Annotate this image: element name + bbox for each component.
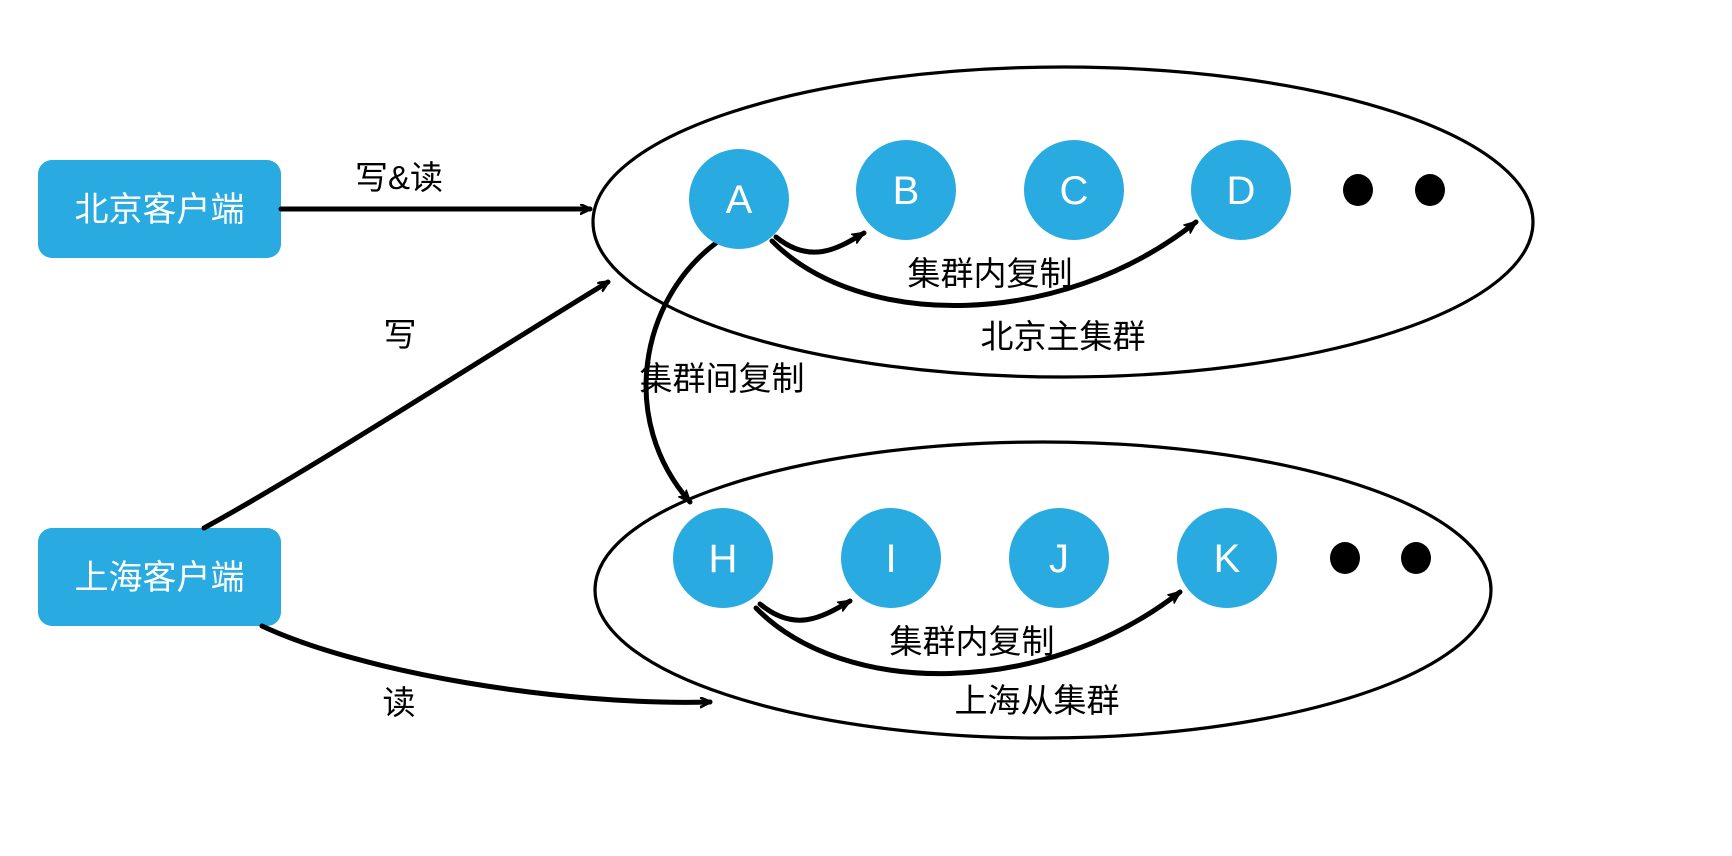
node-h[interactable]: H — [673, 508, 773, 608]
node-i-circle[interactable] — [841, 508, 941, 608]
shanghai-intra-replication-label: 集群内复制 — [890, 623, 1055, 660]
edge-shanghai-h-to-i — [757, 598, 853, 623]
edge-shanghai-h-to-k — [753, 589, 1183, 677]
edge-shanghai-client-write — [201, 279, 611, 531]
ellipsis-dot-3-icon — [1330, 542, 1360, 574]
edge-label-read: 读 — [383, 684, 416, 721]
node-h-circle[interactable] — [673, 508, 773, 608]
node-j-circle[interactable] — [1009, 508, 1109, 608]
node-c[interactable]: C — [1024, 140, 1124, 240]
node-d-circle[interactable] — [1191, 140, 1291, 240]
node-j-label: J — [1049, 537, 1069, 581]
node-b-label: B — [893, 169, 920, 213]
node-c-circle[interactable] — [1024, 140, 1124, 240]
edge-beijing-a-to-d — [769, 219, 1199, 309]
beijing-client-label: 北京客户端 — [75, 191, 245, 229]
shanghai-slave-cluster-boundary — [593, 440, 1493, 740]
node-d-label: D — [1227, 169, 1256, 213]
ellipsis-dot-1-icon — [1343, 174, 1373, 206]
node-k[interactable]: K — [1177, 508, 1277, 608]
beijing-intra-replication-label: 集群内复制 — [908, 255, 1073, 292]
node-j[interactable]: J — [1009, 508, 1109, 608]
shanghai-client-rect[interactable] — [38, 528, 281, 626]
node-k-label: K — [1214, 537, 1241, 581]
shanghai-client-box[interactable]: 上海客户端 — [38, 528, 281, 626]
ellipsis-dot-4-icon — [1401, 542, 1431, 574]
edge-label-write-read: 写&读 — [355, 159, 443, 196]
ellipsis-dot-2-icon — [1415, 174, 1445, 206]
edge-inter-cluster-replication — [643, 240, 719, 505]
shanghai-client-label: 上海客户端 — [75, 559, 245, 597]
beijing-master-cluster-name: 北京主集群 — [981, 318, 1146, 355]
node-a[interactable]: A — [689, 149, 789, 249]
node-d[interactable]: D — [1191, 140, 1291, 240]
edge-shanghai-client-read — [259, 623, 713, 702]
edge-label-write: 写 — [384, 316, 417, 353]
node-b-circle[interactable] — [856, 140, 956, 240]
beijing-client-box[interactable]: 北京客户端 — [38, 160, 281, 258]
shanghai-cluster-ellipsis — [1330, 542, 1431, 574]
beijing-cluster-ellipsis — [1343, 174, 1445, 206]
node-b[interactable]: B — [856, 140, 956, 240]
node-c-label: C — [1060, 169, 1089, 213]
node-i[interactable]: I — [841, 508, 941, 608]
edge-label-inter-cluster-replication: 集群间复制 — [640, 360, 805, 397]
beijing-client-rect[interactable] — [38, 160, 281, 258]
edge-beijing-a-to-b — [773, 230, 867, 255]
shanghai-slave-cluster-name: 上海从集群 — [955, 682, 1120, 719]
beijing-master-cluster-boundary — [591, 65, 1535, 379]
node-a-label: A — [726, 178, 753, 222]
node-a-circle[interactable] — [689, 149, 789, 249]
node-i-label: I — [885, 537, 896, 581]
node-k-circle[interactable] — [1177, 508, 1277, 608]
node-h-label: H — [709, 537, 738, 581]
